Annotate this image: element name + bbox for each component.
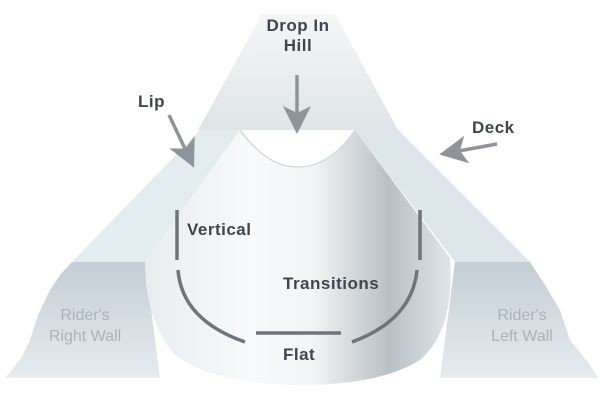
drop-in-label-line2: Hill <box>283 36 313 55</box>
left-wall-label-line2: Left Wall <box>491 328 553 345</box>
right-wall-label-line2: Right Wall <box>48 328 122 345</box>
transitions-label: Transitions <box>283 274 380 293</box>
flat-label: Flat <box>283 345 316 364</box>
deck-label: Deck <box>472 118 515 137</box>
drop-in-hill-shape <box>198 14 398 130</box>
lip-label: Lip <box>138 92 165 111</box>
left-wall-shape <box>440 262 598 378</box>
drop-in-label-line1: Drop In <box>266 16 330 35</box>
left-wall-label: Rider's Left Wall <box>472 305 572 347</box>
transition-marker-right <box>351 269 419 344</box>
right-deck-shape <box>355 130 530 262</box>
lip-arrow <box>167 114 195 168</box>
right-wall-label: Rider's Right Wall <box>35 305 135 347</box>
drop-in-hill-label: Drop In Hill <box>255 16 341 56</box>
bowl-shape <box>145 130 451 385</box>
left-deck-shape <box>72 130 240 262</box>
right-wall-label-line1: Rider's <box>60 307 110 324</box>
left-wall-label-line1: Rider's <box>497 307 547 324</box>
transition-marker-left <box>176 269 246 344</box>
deck-arrow <box>439 135 498 164</box>
vertical-label: Vertical <box>187 220 252 239</box>
right-wall-shape <box>5 262 160 378</box>
